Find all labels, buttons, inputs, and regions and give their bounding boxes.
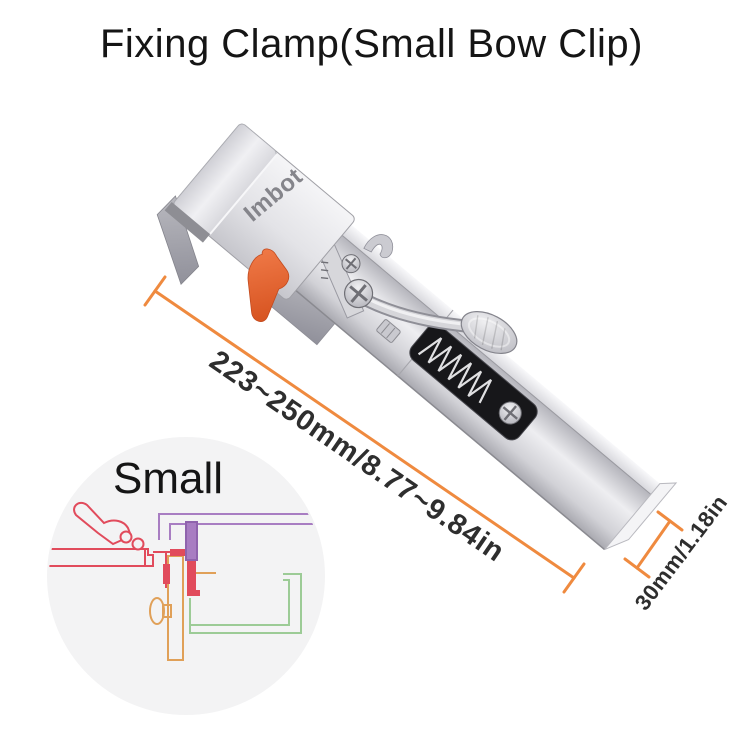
diagram-channel-profile-green xyxy=(189,573,302,634)
length-dimension-tick-start xyxy=(143,275,167,307)
paddle-knurling xyxy=(473,315,506,351)
diagram-panel-block-purple xyxy=(185,521,198,561)
width-dimension-line xyxy=(635,519,672,570)
phillips-screw-slot xyxy=(498,401,522,425)
bar-end-cap xyxy=(604,482,678,551)
adjuster-nut xyxy=(376,319,401,343)
width-dimension-tick-start xyxy=(656,510,684,532)
clamp-pad xyxy=(247,248,290,322)
spring-slot xyxy=(409,323,538,441)
flange-fold-line xyxy=(209,153,278,235)
cross-section-diagram xyxy=(49,501,323,661)
inset-size-label: Small xyxy=(113,454,223,503)
length-dimension-tick-end xyxy=(562,562,586,594)
diagram-clamp-profile-red xyxy=(49,501,200,596)
spring-coil xyxy=(417,337,493,404)
diagram-panel-profile-purple xyxy=(158,513,323,540)
phillips-screw-main xyxy=(343,278,374,309)
release-hook xyxy=(363,234,394,259)
size-inset: Small xyxy=(47,437,325,715)
page-title: Fixing Clamp(Small Bow Clip) xyxy=(99,22,643,66)
flange-underside-shadow xyxy=(164,201,211,243)
clamp-product: Imbot xyxy=(156,123,678,551)
width-dimension-tick-end xyxy=(623,557,651,579)
ruler-marks xyxy=(320,261,329,280)
clamp-head-back-wall xyxy=(156,195,200,285)
length-dimension-line xyxy=(153,289,576,580)
inset-circle xyxy=(47,437,325,715)
lever-paddle xyxy=(460,311,518,355)
phillips-screw-small xyxy=(341,254,361,274)
